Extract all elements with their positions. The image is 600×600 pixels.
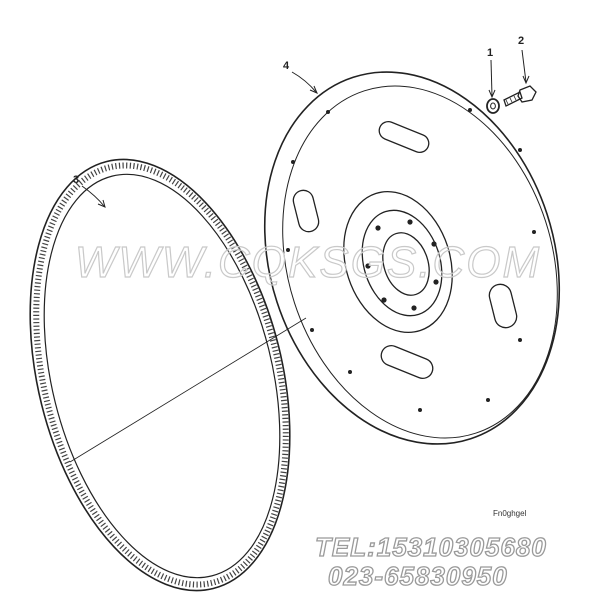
ring-gear [29,158,291,592]
contact-tel: TEL:15310305680 [314,531,547,562]
leader-1 [490,59,493,97]
capscrew [503,85,537,107]
ring-gear-teeth [33,162,289,588]
corner-stamp: Fn0ghgel [493,509,527,518]
slot-right [488,283,518,329]
flexplate [263,71,561,445]
leader-4 [291,71,317,93]
flexplate-outer-edge [263,71,561,445]
leader-4-arrow [309,85,318,94]
ring-gear-inner [43,173,281,579]
callout-2: 2 [518,35,525,47]
leader-3 [81,185,105,207]
slot-left [292,189,320,233]
assembly-axis-line [69,317,307,463]
callout-3: 3 [73,174,80,186]
flexplate-rim [282,85,558,439]
contact-phone: 023-65830950 [327,560,508,591]
leader-2 [521,49,527,83]
leader-1-arrow [488,89,496,99]
washer [486,98,500,114]
hub-center [382,232,430,296]
hub-outer [343,191,453,333]
leader-2-arrow [522,75,530,85]
callout-1: 1 [487,47,494,59]
hub-bolt-holes [365,219,439,311]
outer-holes [286,108,536,412]
slot-top [378,120,430,154]
leader-3-arrow [97,199,106,208]
hub-ring [361,209,443,317]
watermark: WWW.CQKSGS.COM [74,237,542,287]
slot-bottom [380,344,434,380]
callout-4: 4 [283,60,290,72]
ring-gear-outer [29,158,291,592]
